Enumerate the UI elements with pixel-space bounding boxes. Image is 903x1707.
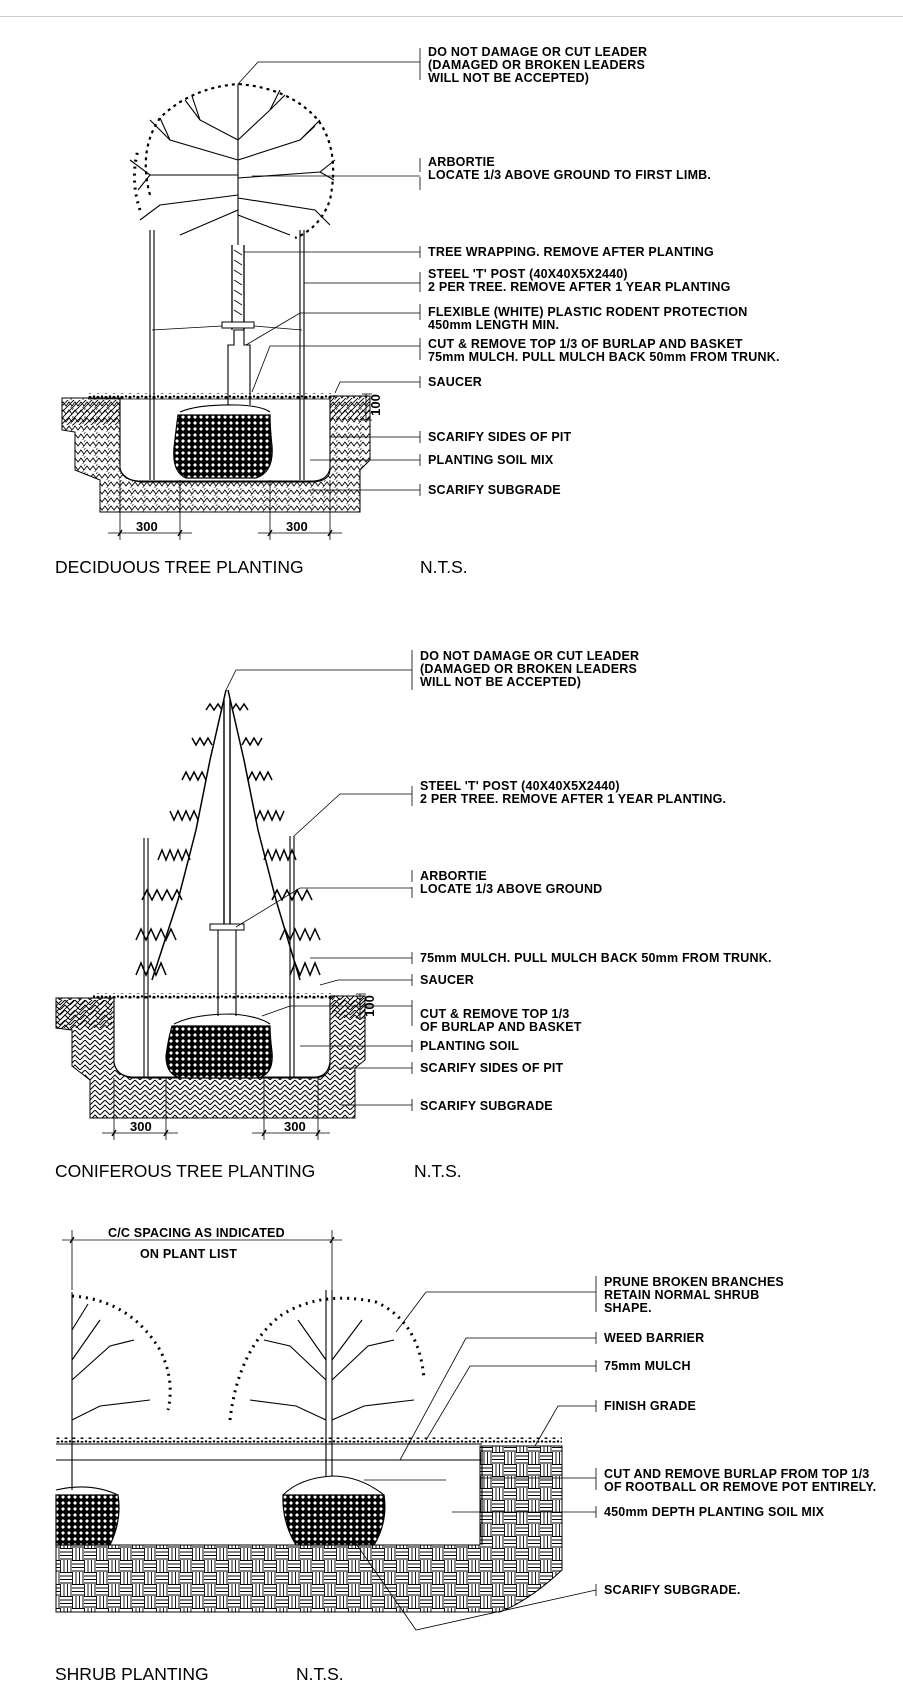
callout-note: PRUNE BROKEN BRANCHES [604,1275,784,1289]
callout-note: RETAIN NORMAL SHRUB [604,1288,759,1302]
callout-note: SAUCER [420,973,474,987]
callout-note: 75mm MULCH [604,1359,691,1373]
dimension-label: 100 [368,394,383,416]
callout-note: CUT AND REMOVE BURLAP FROM TOP 1/3 [604,1467,869,1481]
callout-note: (DAMAGED OR BROKEN LEADERS [420,662,637,676]
callout-note: WEED BARRIER [604,1331,704,1345]
dimension-label: 300 [284,1119,306,1134]
dimension-label: C/C SPACING AS INDICATED [108,1226,285,1240]
callout-note: PLANTING SOIL [420,1039,519,1053]
callout-note: LOCATE 1/3 ABOVE GROUND [420,882,602,896]
callout-note: ARBORTIE [428,155,495,169]
callout-note: DO NOT DAMAGE OR CUT LEADER [420,649,639,663]
dimension-label: 300 [130,1119,152,1134]
shrub-rootball-left [55,1494,120,1546]
detail-title: SHRUB PLANTING [55,1664,209,1684]
top-divider [0,0,903,17]
scale-label: N.T.S. [420,557,468,577]
coniferous-leaders [225,650,413,1111]
callout-note: SAUCER [428,375,482,389]
callout-note: WILL NOT BE ACCEPTED) [428,71,589,85]
callout-note: WILL NOT BE ACCEPTED) [420,675,581,689]
detail-title: DECIDUOUS TREE PLANTING [55,557,304,577]
deciduous-canopy [129,82,336,245]
deciduous-leaders [237,48,421,496]
scale-label: N.T.S. [414,1161,462,1181]
callout-note: SCARIFY SUBGRADE. [604,1583,741,1597]
callout-note: 75mm MULCH. PULL MULCH BACK 50mm FROM TR… [420,951,772,965]
callout-note: DO NOT DAMAGE OR CUT LEADER [428,45,647,59]
callout-note: PLANTING SOIL MIX [428,453,554,467]
callout-note: OF ROOTBALL OR REMOVE POT ENTIRELY. [604,1480,876,1494]
callout-note: 75mm MULCH. PULL MULCH BACK 50mm FROM TR… [428,350,780,364]
dimension-label: 300 [286,519,308,534]
callout-note: CUT & REMOVE TOP 1/3 [420,1007,569,1021]
callout-note: CUT & REMOVE TOP 1/3 OF BURLAP AND BASKE… [428,337,743,351]
callout-note: SCARIFY SUBGRADE [428,483,561,497]
deciduous-grade-hatch [62,398,370,425]
deciduous-tree-detail [61,48,421,540]
coniferous-foliage [135,689,321,981]
callout-note: FINISH GRADE [604,1399,696,1413]
coniferous-rootball [165,1025,273,1079]
shrub-detail [55,1230,597,1631]
dimension-label: ON PLANT LIST [140,1247,237,1261]
callout-note: STEEL 'T' POST (40X40X5X2440) [428,267,628,281]
coniferous-tree-detail [55,650,413,1140]
dimension-label: 300 [136,519,158,534]
shrub-subgrade-brick [55,1445,563,1613]
callout-note: STEEL 'T' POST (40X40X5X2440) [420,779,620,793]
scale-label: N.T.S. [296,1664,344,1684]
callout-note: 2 PER TREE. REMOVE AFTER 1 YEAR PLANTING… [420,792,726,806]
shrub-branches [71,1290,426,1490]
dimension-label: 100 [362,995,377,1017]
shrub-rootball-right [282,1494,386,1546]
callout-note: SCARIFY SUBGRADE [420,1099,553,1113]
callout-note: (DAMAGED OR BROKEN LEADERS [428,58,645,72]
callout-note: SCARIFY SIDES OF PIT [428,430,572,444]
callout-note: TREE WRAPPING. REMOVE AFTER PLANTING [428,245,714,259]
callout-note: SHAPE. [604,1301,652,1315]
deciduous-rootball [173,414,273,479]
detail-title: CONIFEROUS TREE PLANTING [55,1161,315,1181]
callout-note: OF BURLAP AND BASKET [420,1020,582,1034]
callout-note: ARBORTIE [420,869,487,883]
callout-note: SCARIFY SIDES OF PIT [420,1061,564,1075]
callout-note: LOCATE 1/3 ABOVE GROUND TO FIRST LIMB. [428,168,711,182]
callout-note: FLEXIBLE (WHITE) PLASTIC RODENT PROTECTI… [428,305,748,319]
callout-note: 450mm DEPTH PLANTING SOIL MIX [604,1505,825,1519]
callout-note: 450mm LENGTH MIN. [428,318,559,332]
shrub-leaders [351,1276,597,1631]
callout-note: 2 PER TREE. REMOVE AFTER 1 YEAR PLANTING [428,280,731,294]
